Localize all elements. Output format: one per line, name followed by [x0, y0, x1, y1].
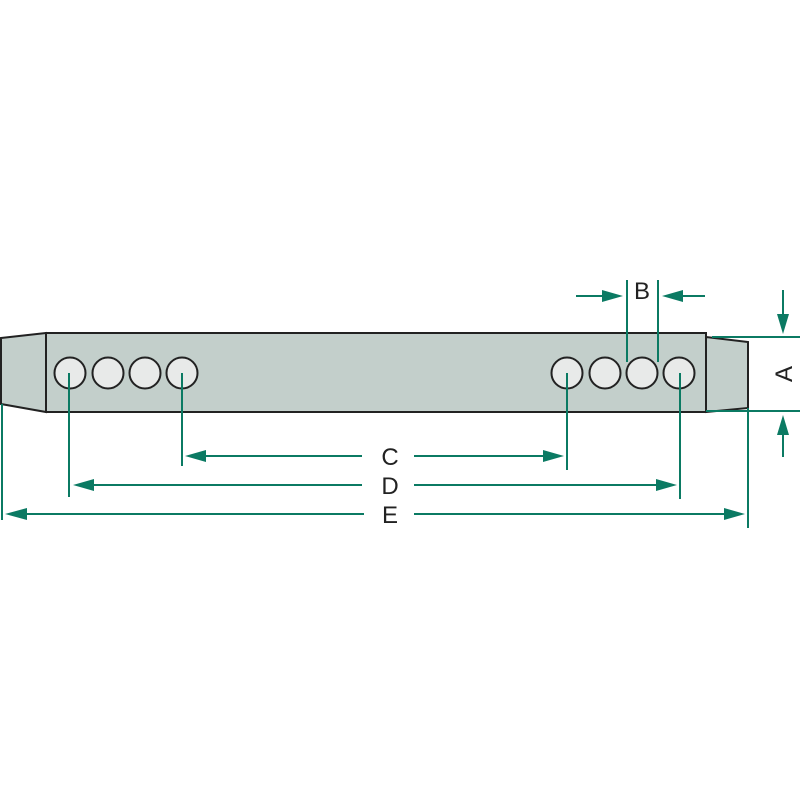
arrow-left-icon [5, 508, 27, 520]
hole [625, 356, 659, 390]
arrow-right-icon [724, 508, 745, 520]
arrow-up-icon [777, 415, 789, 435]
label-c: C [381, 444, 398, 471]
hole [91, 356, 125, 390]
label-a: A [771, 366, 798, 382]
hole [588, 356, 622, 390]
dimension-a: A [706, 290, 800, 457]
left-taper [0, 331, 47, 414]
arrow-left-icon [662, 290, 683, 302]
dimension-d: D [68, 373, 681, 500]
hole [128, 356, 162, 390]
dimension-e: E [1, 404, 749, 529]
label-d: D [381, 473, 398, 500]
arrow-down-icon [777, 314, 789, 334]
arrow-right-icon [656, 479, 677, 491]
arrow-right-icon [543, 450, 564, 462]
label-e: E [382, 502, 398, 529]
arrow-left-icon [185, 450, 206, 462]
dimension-b: B [576, 278, 705, 362]
arrow-left-icon [73, 479, 94, 491]
arrow-right-icon [602, 290, 623, 302]
dimension-c: C [181, 373, 568, 471]
right-taper [705, 335, 749, 414]
label-b: B [634, 278, 650, 305]
